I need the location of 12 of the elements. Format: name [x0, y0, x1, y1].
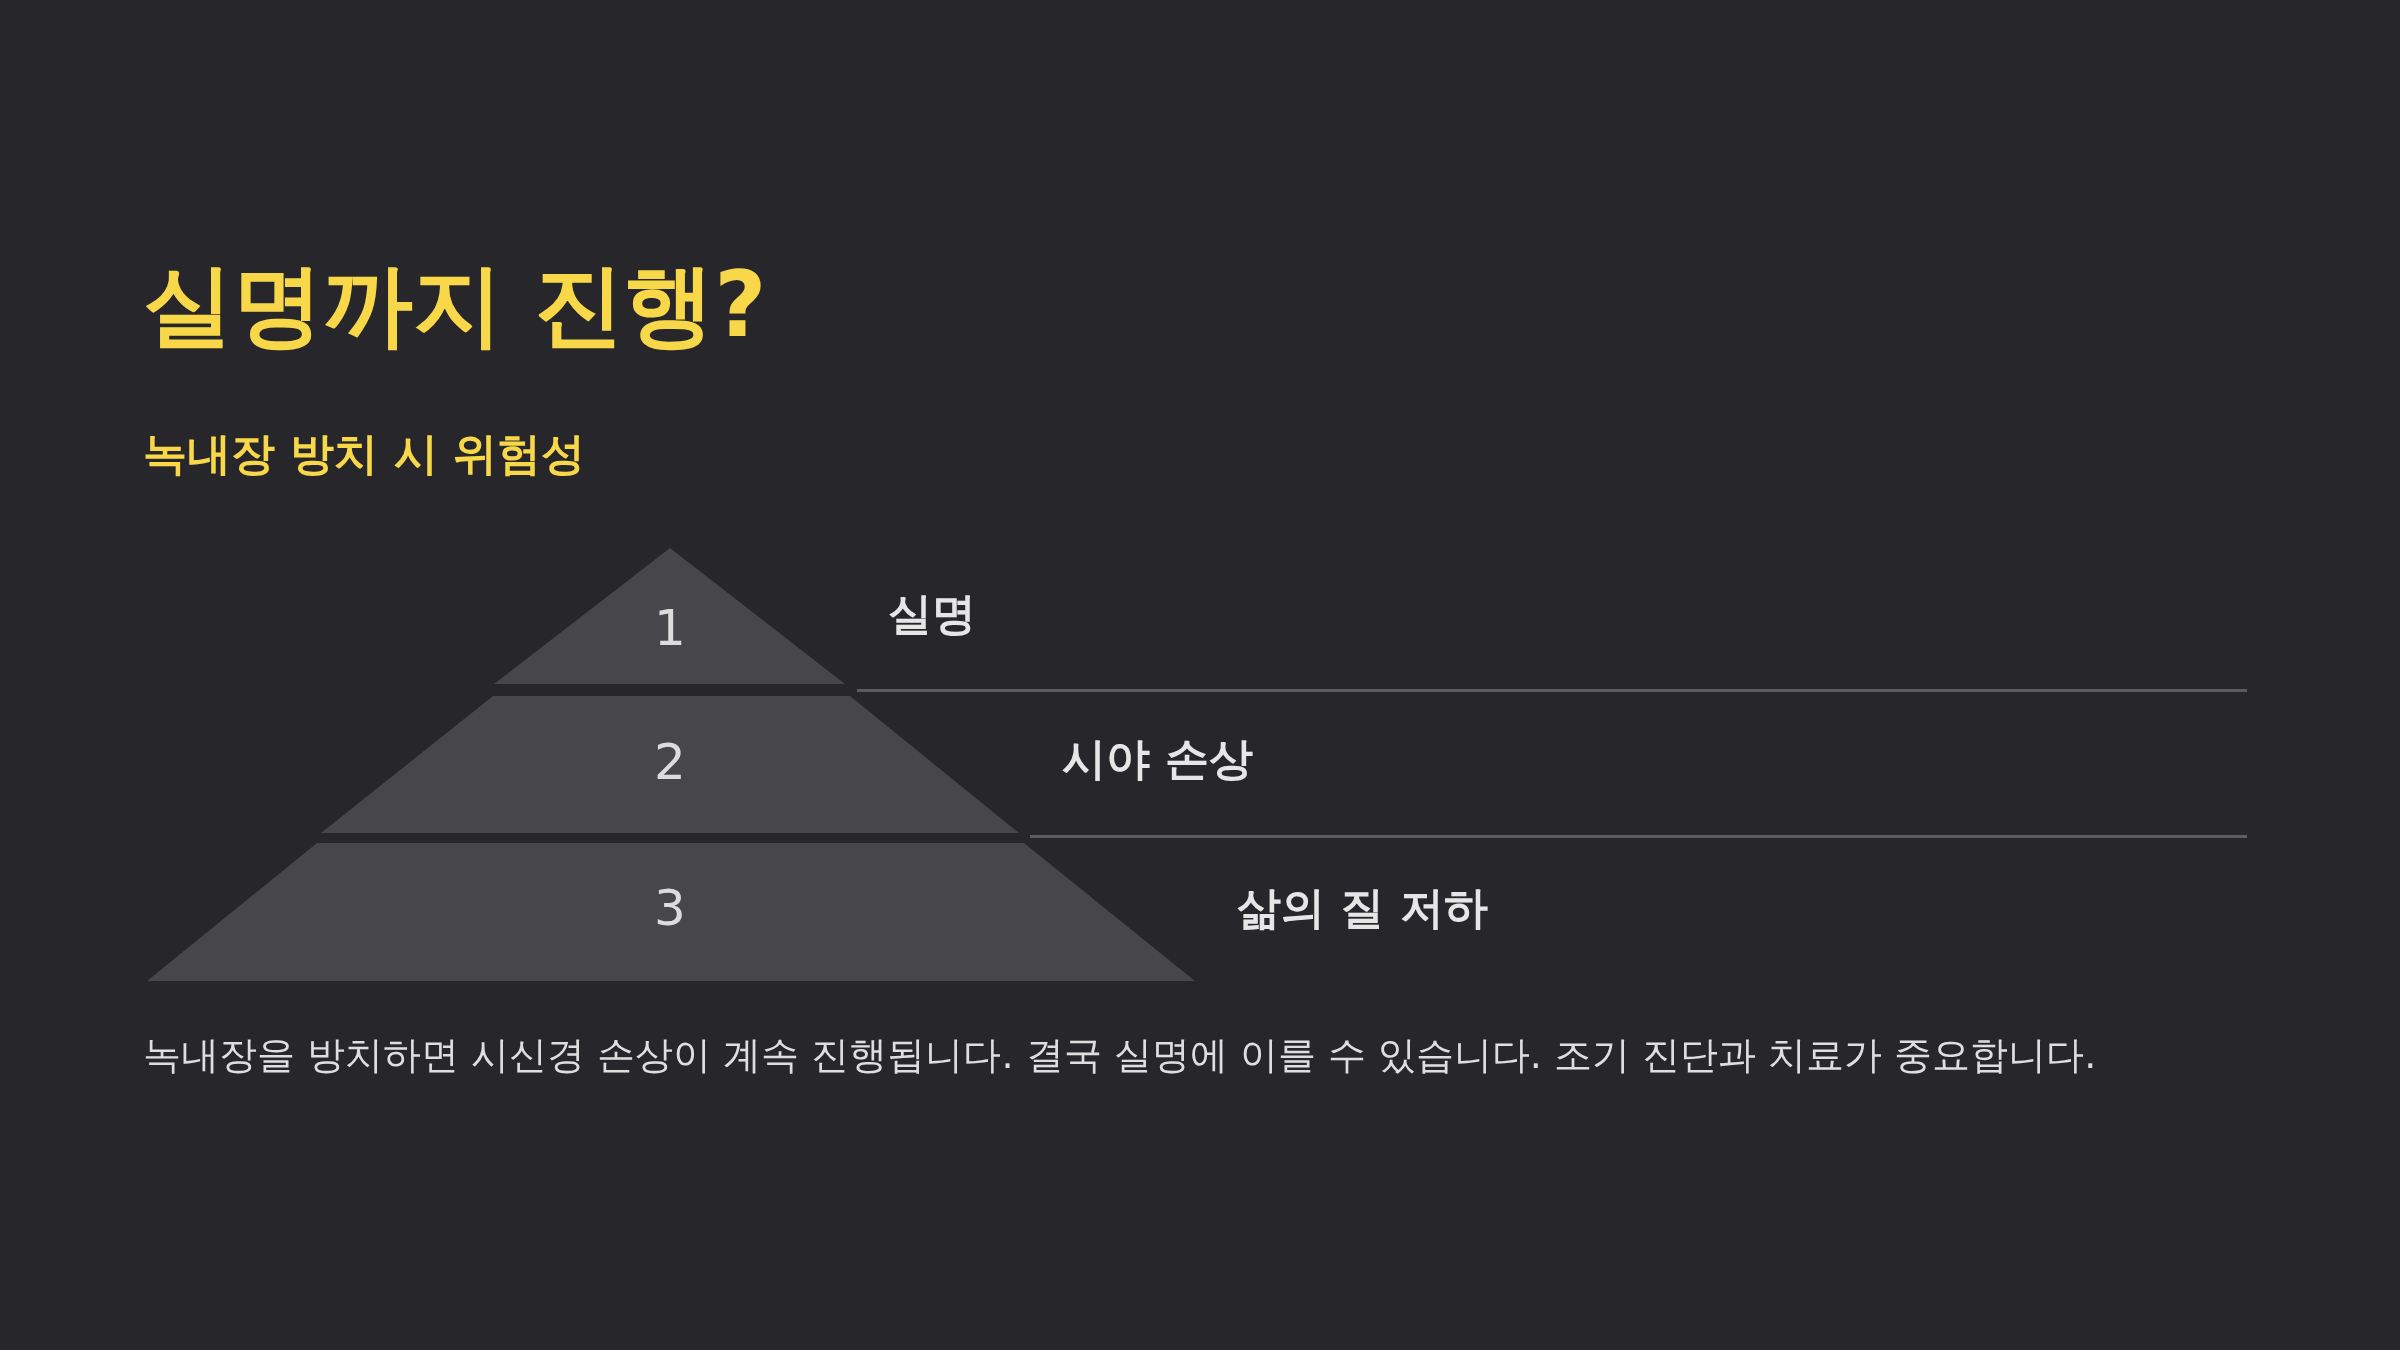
- pyramid-tier: [494, 548, 845, 684]
- pyramid-tier: [321, 696, 1019, 833]
- body-text: 녹내장을 방치하면 시신경 손상이 계속 진행됩니다. 결국 실명에 이를 수 있습니다. 조기 진단과 치료가 중요합니다.: [143, 1032, 2097, 1079]
- tier-number: 1: [654, 599, 686, 657]
- tier-label: 실명: [888, 586, 976, 641]
- slide-title: 실명까지 진행?: [143, 251, 767, 359]
- tier-label: 삶의 질 저하: [1237, 880, 1488, 935]
- subtitle: 녹내장 방치 시 위험성: [143, 427, 585, 481]
- tier-label: 시야 손상: [1062, 731, 1254, 786]
- tier-number: 2: [654, 733, 686, 791]
- tier-number: 3: [654, 879, 686, 937]
- pyramid-tier: [147, 843, 1195, 981]
